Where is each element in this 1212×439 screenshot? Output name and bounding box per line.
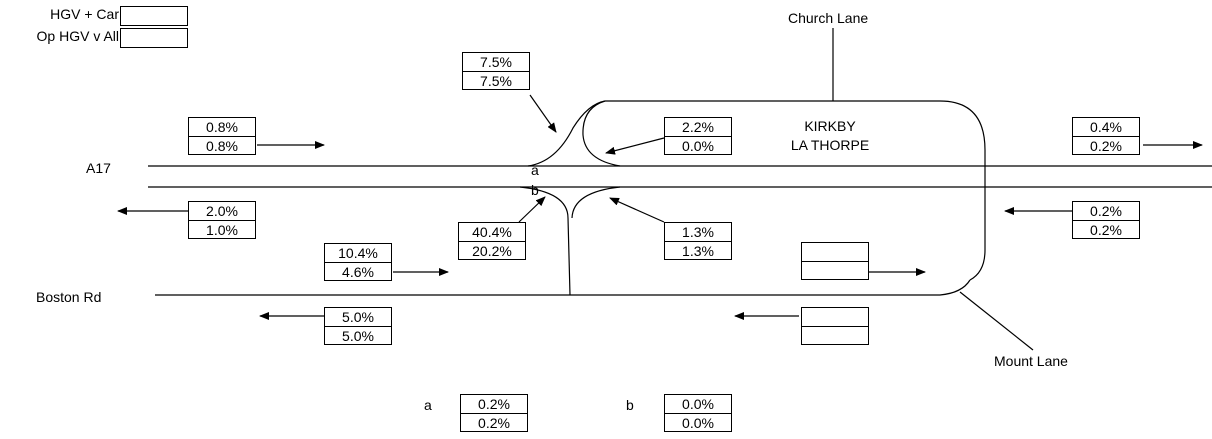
pct-top: 2.2%: [682, 119, 714, 135]
pct-bottom: 1.3%: [665, 241, 731, 260]
arrow-junction-right: [609, 197, 665, 223]
pct-top: 0.2%: [478, 396, 510, 412]
pct-top: 1.3%: [682, 224, 714, 240]
pct-box-a17-west-out: 2.0% 1.0%: [188, 201, 256, 239]
mount-lane-road: [959, 291, 1034, 351]
boston-rd-label: Boston Rd: [36, 289, 102, 305]
loop-link-to-a17: [582, 100, 621, 167]
legend-label-op-hgv: Op HGV v All: [36, 28, 119, 44]
pct-box-note-b: 0.0% 0.0%: [664, 394, 732, 432]
mount-lane-label: Mount Lane: [994, 353, 1068, 369]
arrow-junction-up: [518, 196, 546, 223]
note-label-a: a: [424, 397, 432, 413]
legend-box-op-hgv: [120, 28, 188, 48]
pct-box-note-a: 0.2% 0.2%: [460, 394, 528, 432]
pct-top: 40.4%: [472, 224, 512, 240]
junction-label-b: b: [531, 182, 539, 198]
place-name-line1: KIRKBY: [804, 118, 856, 134]
pct-bottom: 7.5%: [463, 71, 529, 90]
place-name-line2: LA THORPE: [790, 137, 870, 153]
a17-label: A17: [86, 160, 111, 176]
pct-top: 7.5%: [480, 54, 512, 70]
pct-top: 0.2%: [1090, 203, 1122, 219]
arrow-church-down: [529, 94, 557, 133]
pct-bottom: 5.0%: [325, 326, 391, 345]
arrow-loop-out: [605, 137, 665, 155]
church-left-slip: [527, 100, 606, 167]
note-label-b: b: [626, 397, 634, 413]
pct-top: 0.0%: [682, 396, 714, 412]
pct-top: 5.0%: [342, 309, 374, 325]
boston-road: [155, 279, 971, 296]
pct-box-junction-right: 1.3% 1.3%: [664, 222, 732, 260]
pct-box-a17-east-in: 0.2% 0.2%: [1072, 201, 1140, 239]
pct-box-a17-east-out: 0.4% 0.2%: [1072, 117, 1140, 155]
pct-bottom: 0.2%: [461, 413, 527, 432]
pct-bottom: 1.0%: [189, 220, 255, 239]
pct-box-loop-out: 2.2% 0.0%: [664, 117, 732, 155]
junction-label-a: a: [531, 162, 539, 178]
pct-bottom: 0.0%: [665, 413, 731, 432]
pct-box-mount-out: [801, 242, 869, 280]
pct-top: 0.4%: [1090, 119, 1122, 135]
pct-bottom: 4.6%: [325, 262, 391, 281]
legend-box-hgv-car: [120, 6, 188, 26]
pct-box-junction-up: 40.4% 20.2%: [458, 222, 526, 260]
pct-bottom: 0.8%: [189, 136, 255, 155]
village-loop-road: [605, 100, 986, 281]
pct-top: 0.8%: [206, 119, 238, 135]
pct-box-mount-in: [801, 307, 869, 345]
pct-top: 2.0%: [206, 203, 238, 219]
pct-box-boston-out: 5.0% 5.0%: [324, 307, 392, 345]
pct-bottom: [802, 326, 868, 345]
pct-bottom: [802, 261, 868, 280]
legend-label-hgv-car: HGV + Car: [50, 6, 119, 22]
pct-box-boston-in: 10.4% 4.6%: [324, 243, 392, 281]
pct-box-church-left: 7.5% 7.5%: [462, 52, 530, 90]
church-lane-label: Church Lane: [788, 10, 869, 26]
junction-south-link-right: [571, 186, 621, 219]
pct-bottom: 0.2%: [1073, 136, 1139, 155]
pct-bottom: 0.0%: [665, 136, 731, 155]
pct-box-a17-west-in: 0.8% 0.8%: [188, 117, 256, 155]
pct-top: [802, 243, 868, 261]
pct-bottom: 20.2%: [459, 241, 525, 260]
pct-top: [802, 308, 868, 326]
junction-south-link: [519, 186, 571, 296]
pct-bottom: 0.2%: [1073, 220, 1139, 239]
pct-top: 10.4%: [338, 245, 378, 261]
